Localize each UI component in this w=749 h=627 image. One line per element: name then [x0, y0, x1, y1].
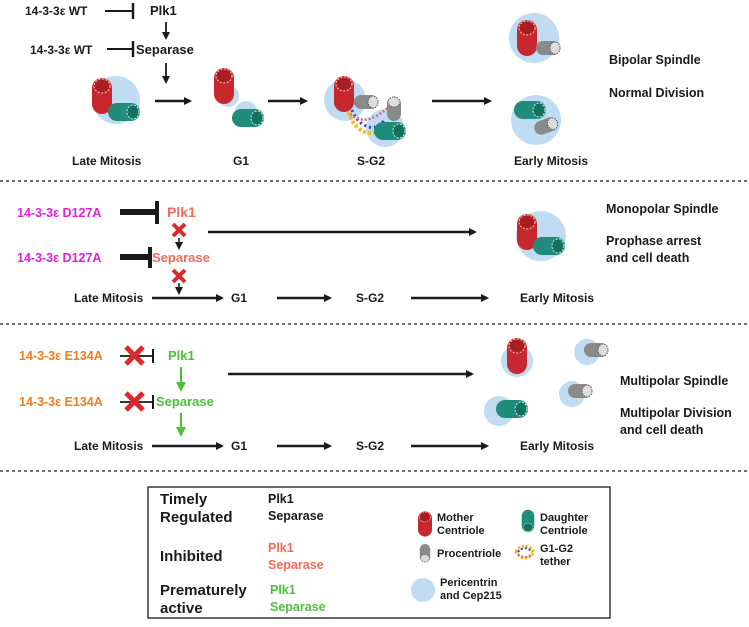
wt-stage-early-mitosis: Early Mitosis [514, 154, 588, 168]
mother-centriole-icon [516, 19, 538, 57]
wt-stage-sg2: S-G2 [357, 154, 385, 168]
d127a-stage-sg2: S-G2 [356, 291, 384, 305]
wt-g1-centrosome [213, 67, 265, 128]
e134a-stage-g1: G1 [231, 439, 247, 453]
mother-centriole-icon [417, 510, 433, 538]
d127a-stage-late-mitosis: Late Mitosis [74, 291, 144, 305]
wt-sg2-centrosomes [324, 75, 407, 147]
e134a-stage-late-mitosis: Late Mitosis [74, 439, 144, 453]
daughter-centriole-icon [521, 509, 535, 533]
legend-premature-1: Prematurely [160, 582, 247, 599]
legend-inhibited: Inhibited [160, 548, 223, 565]
e134a-plk1: Plk1 [168, 348, 195, 363]
tether-icon-pink [517, 553, 533, 558]
daughter-centriole-icon [495, 399, 529, 419]
d127a-outcome-3: and cell death [606, 251, 689, 265]
legend-mother-1: Mother [437, 512, 474, 524]
d127a-section: 14-3-3ε D127A Plk1 14-3-3ε D127A Separas… [17, 201, 719, 305]
e134a-stage-early-mitosis: Early Mitosis [520, 439, 594, 453]
legend-timely-plk1: Plk1 [268, 492, 294, 506]
legend-pcm-2: and Cep215 [440, 590, 502, 602]
tether-icon [514, 544, 536, 560]
wt-separase: Separase [136, 42, 194, 57]
d127a-outcome-2: Prophase arrest [606, 234, 702, 248]
d127a-allele-label-1: 14-3-3ε D127A [17, 206, 101, 220]
e134a-stage-sg2: S-G2 [356, 439, 384, 453]
wt-late-mitosis-centrosome [91, 76, 141, 124]
legend-procentriole-label: Procentriole [437, 548, 501, 560]
legend-tether-2: tether [540, 556, 571, 568]
d127a-block-cross-2 [171, 268, 187, 284]
wt-outcome-1: Bipolar Spindle [609, 53, 701, 67]
e134a-outcome-2: Multipolar Division [620, 406, 732, 420]
procentriole-icon [567, 383, 593, 399]
procentriole-icon [583, 342, 609, 358]
legend-inhibited-plk1: Plk1 [268, 541, 294, 555]
e134a-outcome-1: Multipolar Spindle [620, 374, 728, 388]
wt-section: 14-3-3ε WT Plk1 14-3-3ε WT Separase [25, 3, 704, 168]
legend-pcm-1: Pericentrin [440, 577, 498, 589]
e134a-broken-inhibition-cross-1 [124, 345, 145, 366]
wt-stage-g1: G1 [233, 154, 249, 168]
pcm-cloud-icon [411, 578, 435, 602]
e134a-separase: Separase [156, 394, 214, 409]
e134a-allele-label-2: 14-3-3ε E134A [19, 395, 103, 409]
procentriole-icon [386, 96, 402, 122]
tether-icon-inner [517, 547, 533, 553]
wt-allele-label-1: 14-3-3ε WT [25, 4, 88, 18]
procentriole-icon [535, 40, 561, 56]
mother-centriole-icon [213, 67, 235, 105]
procentriole-icon [419, 543, 431, 563]
daughter-centriole-icon [532, 236, 566, 256]
legend-daughter-2: Centriole [540, 525, 588, 537]
e134a-allele-label-1: 14-3-3ε E134A [19, 349, 103, 363]
d127a-plk1: Plk1 [167, 204, 196, 220]
legend-inhibited-separase: Separase [268, 558, 324, 572]
daughter-centriole-icon [231, 108, 265, 128]
legend-timely-separase: Separase [268, 509, 324, 523]
legend-timely-2: Regulated [160, 509, 233, 526]
e134a-outcome-3: and cell death [620, 423, 703, 437]
legend-mother-2: Centriole [437, 525, 485, 537]
legend-tether-1: G1-G2 [540, 543, 573, 555]
procentriole-icon [353, 94, 379, 110]
mother-centriole-icon [333, 75, 355, 113]
g1-g2-tether-pink [349, 106, 389, 121]
daughter-centriole-icon [373, 121, 407, 141]
legend-box [147, 486, 611, 619]
legend-timely-1: Timely [160, 491, 208, 508]
d127a-stage-g1: G1 [231, 291, 247, 305]
legend-procentriole: Procentriole [419, 543, 501, 563]
d127a-monopolar-centrosome [516, 211, 566, 261]
d127a-outcome-1: Monopolar Spindle [606, 202, 719, 216]
wt-stage-late-mitosis: Late Mitosis [72, 154, 142, 168]
wt-early-mitosis-spindle-poles [509, 13, 561, 145]
mother-centriole-icon [506, 337, 528, 375]
wt-outcome-2: Normal Division [609, 86, 704, 100]
legend-daughter-centriole: Daughter Centriole [521, 509, 589, 537]
wt-allele-label-2: 14-3-3ε WT [30, 43, 93, 57]
e134a-multipolar-centrosomes [484, 337, 609, 426]
legend: Timely Regulated Plk1 Separase Inhibited… [147, 486, 611, 619]
legend-pcm: Pericentrin and Cep215 [411, 577, 502, 602]
d127a-separase: Separase [152, 250, 210, 265]
legend-mother-centriole: Mother Centriole [417, 510, 485, 538]
d127a-block-cross-1 [171, 222, 187, 238]
legend-premature-separase: Separase [270, 600, 326, 614]
legend-tether: G1-G2 tether [514, 543, 573, 568]
e134a-broken-inhibition-cross-2 [124, 391, 145, 412]
daughter-centriole-icon [107, 102, 141, 122]
legend-premature-2: active [160, 600, 203, 617]
legend-daughter-1: Daughter [540, 512, 589, 524]
d127a-stage-early-mitosis: Early Mitosis [520, 291, 594, 305]
legend-premature-plk1: Plk1 [270, 583, 296, 597]
daughter-centriole-icon [513, 100, 547, 120]
d127a-allele-label-2: 14-3-3ε D127A [17, 251, 101, 265]
wt-plk1: Plk1 [150, 3, 177, 18]
e134a-section: 14-3-3ε E134A Plk1 14-3-3ε E134A Separas… [19, 337, 732, 453]
